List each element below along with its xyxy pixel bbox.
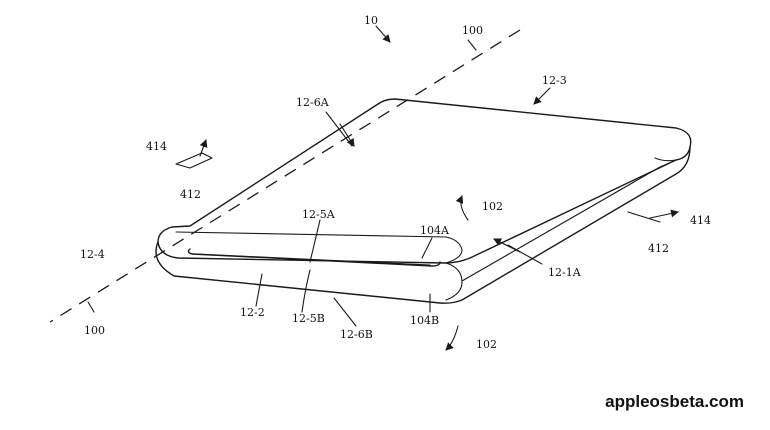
arrow-102-bottom (445, 325, 459, 351)
arrow-12-6A (339, 123, 355, 147)
leader-12-6B (333, 297, 357, 327)
label-12-2: 12-2 (240, 306, 265, 319)
label-12-6B: 12-6B (340, 328, 373, 341)
upper-edge-line (175, 231, 463, 264)
label-102-top: 102 (482, 200, 503, 213)
label-104A: 104A (420, 224, 450, 237)
leader-12-5A (309, 219, 321, 263)
leader-12-6A (325, 111, 353, 147)
section-arrow-left (199, 139, 208, 157)
label-104B: 104B (410, 314, 439, 327)
section-mark-right (627, 211, 661, 223)
upper-rim-line (654, 157, 677, 162)
slot-groove (195, 253, 431, 266)
lower-edge-line (445, 262, 463, 301)
section-arrow-right (649, 209, 679, 219)
arrow-12-1A (493, 238, 521, 253)
leader-12-2 (255, 273, 263, 307)
label-12-5B: 12-5B (292, 312, 325, 325)
axis-tick-bottom (87, 301, 95, 313)
fold-axis-line (49, 29, 521, 323)
arrow-10 (375, 25, 391, 43)
label-102-bottom: 102 (476, 338, 497, 351)
watermark-text: appleosbeta.com (605, 392, 744, 411)
label-12-1A: 12-1A (548, 266, 582, 279)
section-mark-left (175, 152, 213, 169)
label-axis-top: 100 (462, 24, 483, 37)
lower-rim-line (461, 159, 677, 282)
label-12-3: 12-3 (542, 74, 567, 87)
label-12-5A: 12-5A (302, 208, 336, 221)
leader-104A (421, 237, 433, 259)
label-412-left: 412 (180, 188, 201, 201)
label-fig: 10 (364, 14, 378, 27)
label-414-left: 414 (146, 140, 167, 153)
label-412-right: 412 (648, 242, 669, 255)
label-414-right: 414 (690, 214, 711, 227)
lower-housing-outline (155, 146, 691, 304)
leader-12-5B (301, 269, 311, 313)
label-12-6A: 12-6A (296, 96, 330, 109)
label-axis-bottom: 100 (84, 324, 105, 337)
upper-housing-outline (157, 98, 692, 264)
arrow-102-top (455, 195, 469, 221)
arrow-12-3 (533, 87, 551, 105)
leader-12-1A (507, 244, 543, 265)
label-12-4: 12-4 (80, 248, 105, 261)
axis-tick-top (467, 39, 477, 51)
